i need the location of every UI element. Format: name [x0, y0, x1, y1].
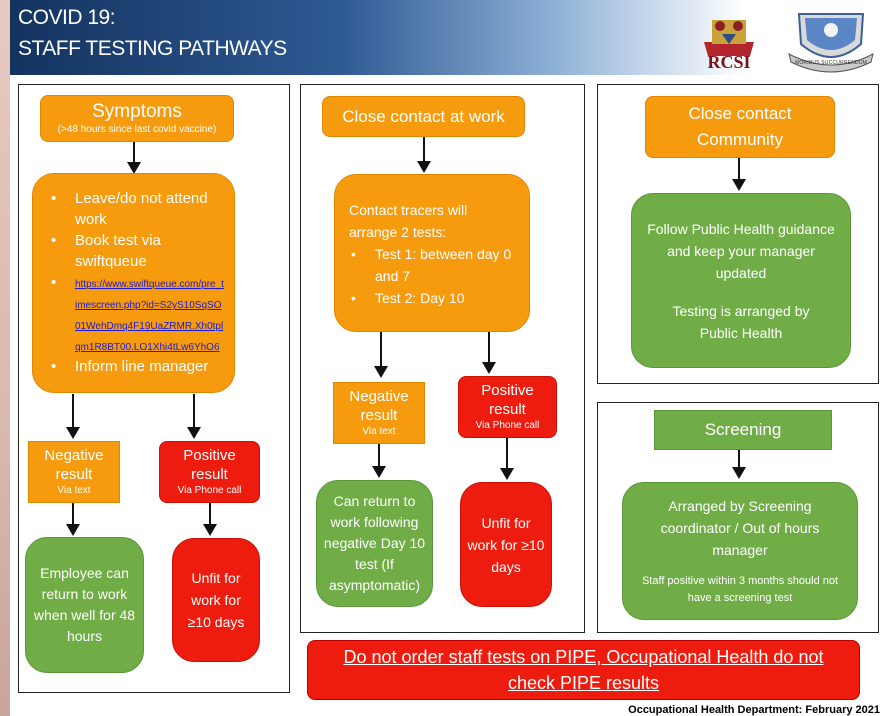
test2-item: •Test 2: Day 10	[351, 290, 465, 306]
community-title-box: Close contact Community	[645, 96, 835, 158]
screening-title-box: Screening	[654, 410, 832, 450]
symptoms-unfit-box: Unfit for work for ≥10 days	[172, 538, 260, 662]
arrow-symptoms-negative	[66, 394, 80, 439]
result-label: result	[489, 400, 526, 418]
via-text-label: Via text	[362, 425, 396, 437]
footer-credit: Occupational Health Department: February…	[628, 704, 880, 716]
work-title: Close contact at work	[342, 106, 505, 126]
arrow-work-down	[417, 137, 431, 173]
arrow-screening-down	[732, 450, 746, 479]
symptoms-box: Symptoms (>48 hours since last covid vac…	[40, 95, 234, 142]
crest-motto: MORIBUS SUCCURRENDUM	[794, 60, 868, 66]
left-edge-strip	[0, 0, 10, 716]
arrow-symptoms-green	[66, 503, 80, 536]
arrow-community-down	[732, 158, 746, 191]
symptoms-return-box: Employee can return to work when well fo…	[25, 537, 144, 673]
work-title-box: Close contact at work	[322, 96, 525, 137]
symptoms-subtitle: (>48 hours since last covid vaccine)	[57, 124, 217, 136]
work-positive-box: Positive result Via Phone call	[458, 376, 557, 438]
bullet-link-item: https://www.swiftqueue.com/pre_timescree…	[49, 272, 226, 356]
symptoms-actions-box: Leave/do not attend work Book test via s…	[32, 173, 235, 393]
contact-tracers-intro: Contact tracers will arrange 2 tests:	[349, 202, 468, 240]
result-label: result	[191, 465, 228, 483]
bullet-book-test: Book test via swiftqueue	[49, 230, 226, 272]
screening-details-box: Arranged by Screening coordinator / Out …	[622, 482, 858, 620]
symptoms-bullet-list: Leave/do not attend work Book test via s…	[49, 188, 226, 377]
work-return-box: Can return to work following negative Da…	[316, 480, 433, 607]
symptoms-positive-box: Positive result Via Phone call	[159, 441, 260, 503]
via-phone-label: Via Phone call	[177, 484, 242, 496]
pipe-warning-line2: check PIPE results	[507, 673, 660, 693]
rcsi-logo: RCSI	[690, 12, 768, 72]
work-unfit-box: Unfit for work for ≥10 days	[460, 482, 552, 607]
arrow-symptoms-down	[127, 142, 141, 174]
unfit-text: Unfit for work for ≥10 days	[467, 514, 545, 575]
title-line-2: STAFF TESTING PATHWAYS	[18, 37, 287, 60]
community-title: Close contact Community	[688, 104, 792, 149]
arrow-symptoms-red	[203, 503, 217, 536]
pipe-warning-banner: Do not order staff tests on PIPE, Occupa…	[307, 640, 860, 700]
test2-text: Test 2: Day 10	[375, 290, 465, 306]
rcsi-logo-text: RCSI	[707, 52, 751, 72]
screening-note-text: Staff positive within 3 months should no…	[641, 575, 839, 604]
work-return-text: Can return to work following negative Da…	[323, 493, 426, 593]
swiftqueue-link[interactable]: https://www.swiftqueue.com/pre_timescree…	[75, 279, 224, 353]
result-label: result	[360, 406, 398, 424]
via-text-label: Via text	[57, 484, 91, 496]
screening-title: Screening	[704, 420, 782, 440]
arrow-work-positive	[482, 332, 496, 374]
bullet-leave-work: Leave/do not attend work	[49, 188, 226, 230]
arrow-work-negative	[374, 332, 388, 378]
return-to-work-text: Employee can return to work when well fo…	[33, 565, 136, 644]
crest-logo: MORIBUS SUCCURRENDUM	[785, 10, 877, 74]
result-label: result	[55, 465, 93, 483]
test1-item: •Test 1: between day 0 and 7	[351, 246, 512, 284]
arrow-symptoms-positive	[187, 394, 201, 439]
negative-label: Negative	[349, 388, 409, 405]
via-phone-label: Via Phone call	[475, 419, 540, 431]
symptoms-title: Symptoms	[92, 101, 182, 123]
test1-text: Test 1: between day 0 and 7	[375, 246, 512, 284]
arrow-work-green	[372, 444, 386, 478]
positive-label: Positive	[481, 382, 534, 399]
bullet-inform-manager: Inform line manager	[49, 356, 226, 377]
title-line-1: COVID 19:	[18, 6, 116, 29]
screening-arranged-text: Arranged by Screening coordinator / Out …	[660, 498, 820, 558]
pipe-warning-line1: Do not order staff tests on PIPE, Occupa…	[343, 647, 824, 667]
negative-label: Negative	[44, 447, 104, 464]
work-negative-box: Negative result Via text	[333, 382, 425, 444]
unfit-text: Unfit for work for ≥10 days	[187, 570, 245, 630]
symptoms-negative-box: Negative result Via text	[28, 441, 120, 503]
public-health-guidance-text: Follow Public Health guidance and keep y…	[647, 220, 835, 281]
community-guidance-box: Follow Public Health guidance and keep y…	[631, 193, 851, 368]
positive-label: Positive	[183, 447, 236, 464]
testing-arranged-text: Testing is arranged by Public Health	[672, 302, 810, 341]
contact-tracers-box: Contact tracers will arrange 2 tests: •T…	[334, 174, 530, 332]
arrow-work-red	[500, 438, 514, 480]
